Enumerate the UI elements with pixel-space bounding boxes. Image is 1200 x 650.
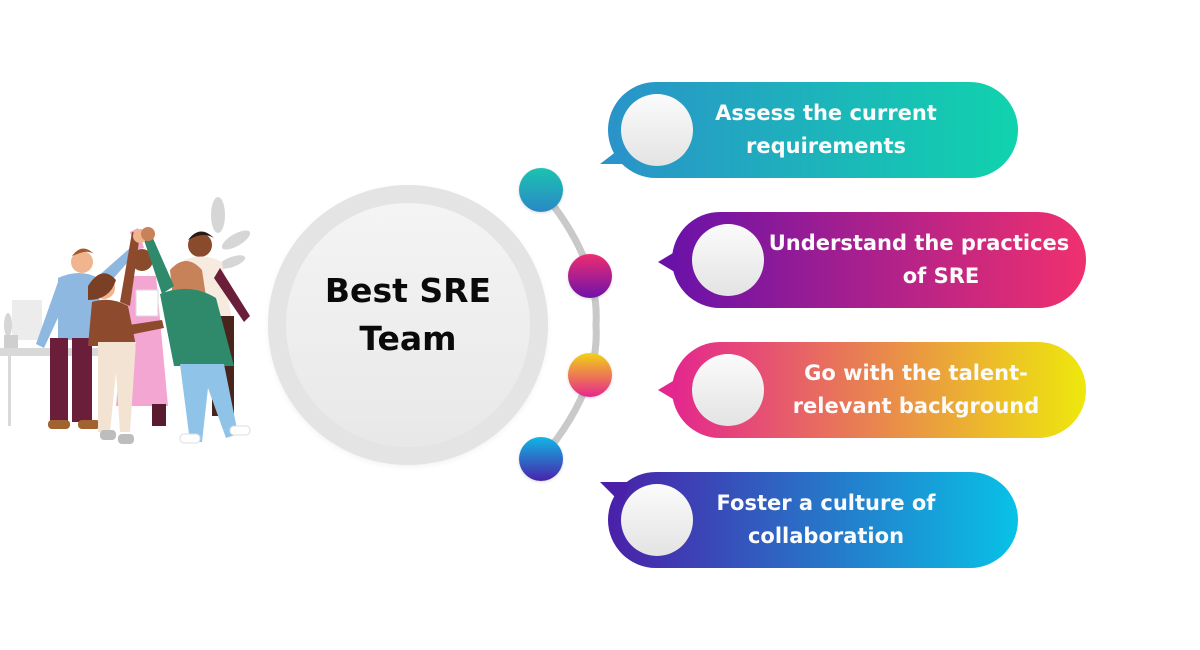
step-card-3: Go with the talent- relevant background <box>658 342 1086 438</box>
step-label: Foster a culture of collaboration <box>716 491 936 548</box>
speech-tail <box>658 378 678 402</box>
speech-tail <box>600 144 626 164</box>
step-label: Understand the practices of SRE <box>768 231 1070 288</box>
timeline-dot-4 <box>519 437 563 481</box>
hub-title-line2: Team <box>359 319 457 358</box>
step-label: Go with the talent- relevant background <box>792 361 1040 418</box>
hub-title: Best SRE Team <box>308 267 508 363</box>
step-icon-circle <box>621 484 693 556</box>
step-icon-circle <box>692 354 764 426</box>
timeline-dot-2 <box>568 254 612 298</box>
step-icon-circle <box>621 94 693 166</box>
speech-tail <box>658 250 678 274</box>
step-label: Assess the current requirements <box>715 101 937 158</box>
timeline-dot-1 <box>519 168 563 212</box>
speech-tail <box>600 482 630 504</box>
timeline-dot-3 <box>568 353 612 397</box>
step-card-4: Foster a culture of collaboration <box>600 472 1018 568</box>
step-icon-circle <box>692 224 764 296</box>
step-card-1: Assess the current requirements <box>600 82 1018 178</box>
step-card-2: Understand the practices of SRE <box>658 212 1086 308</box>
hub-title-line1: Best SRE <box>324 271 492 310</box>
team-illustration <box>0 197 251 444</box>
hub-circle: Best SRE Team <box>286 203 530 447</box>
